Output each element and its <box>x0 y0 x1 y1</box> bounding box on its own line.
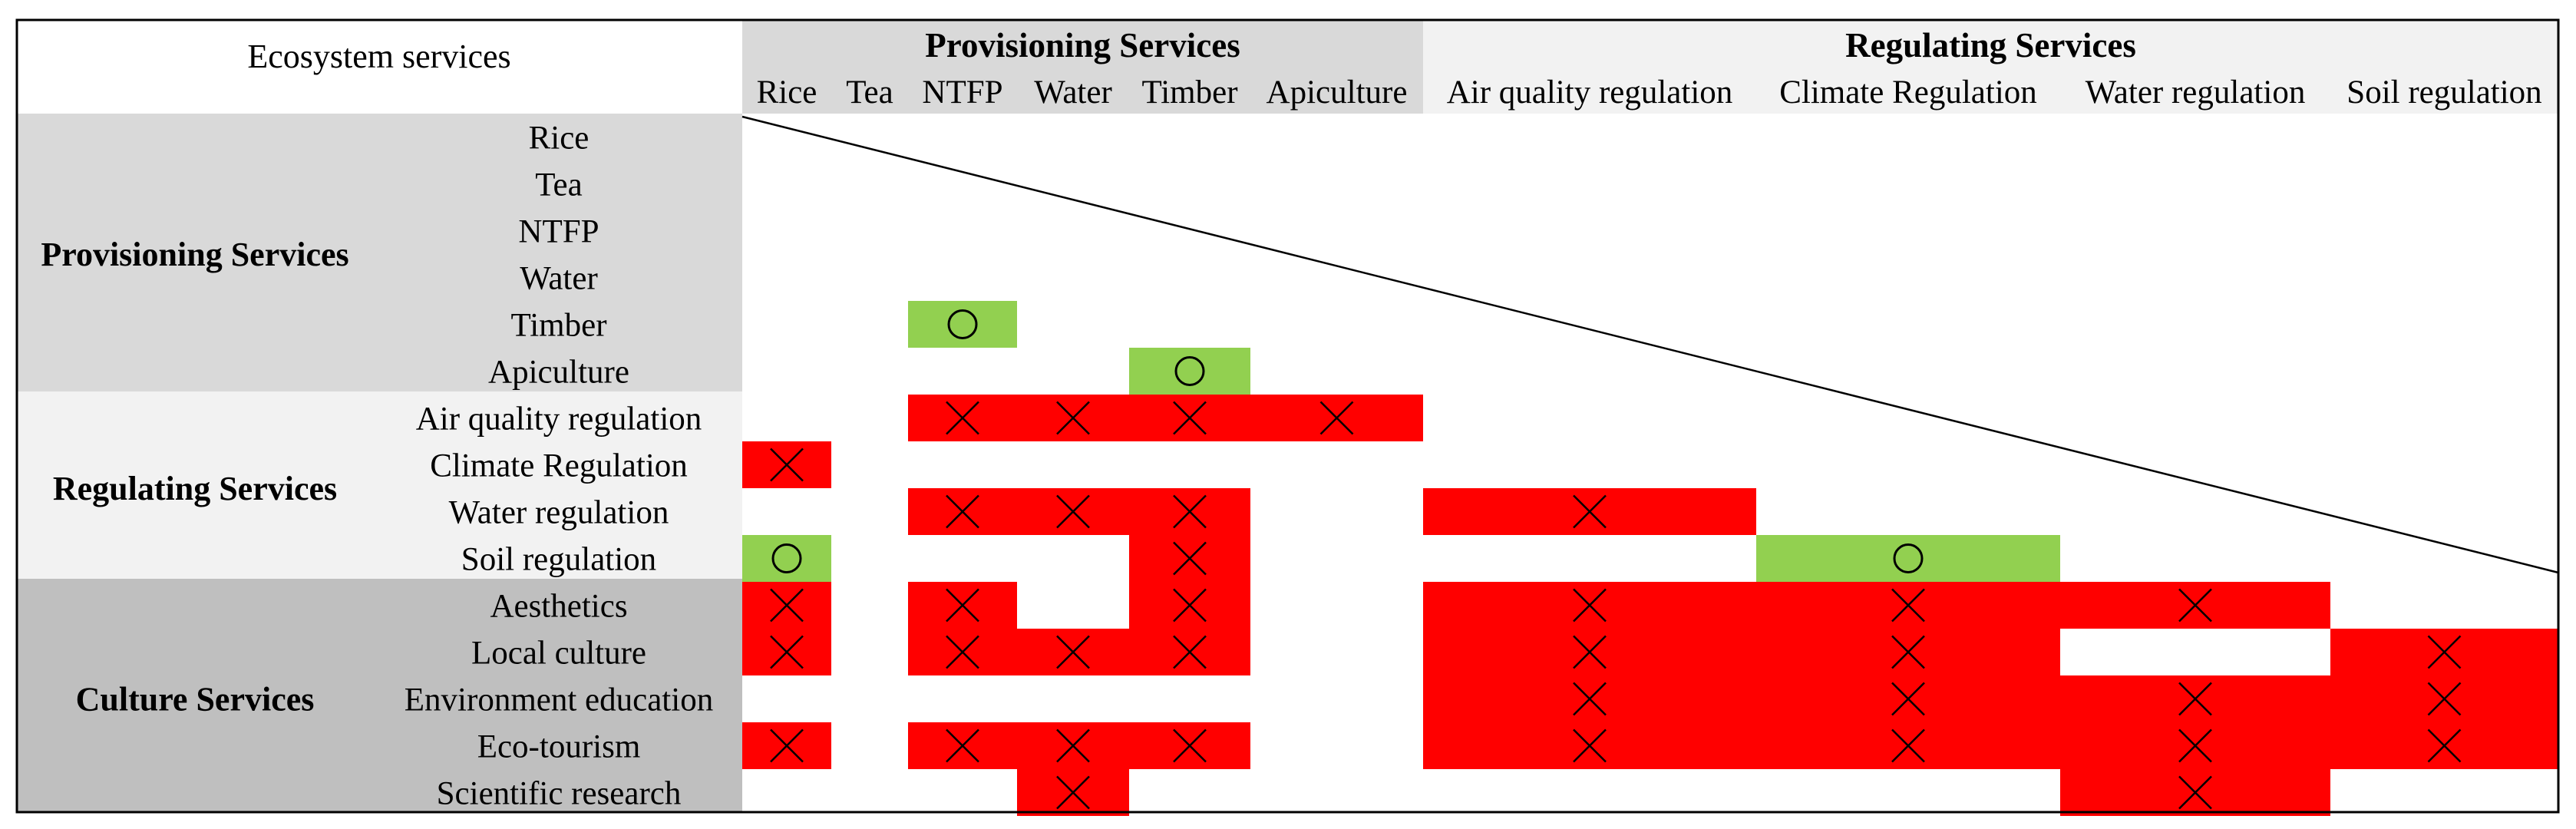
tradeoff-marker-icon <box>2427 682 2462 716</box>
tradeoff-marker-icon <box>1173 635 1207 669</box>
tradeoff-marker-icon <box>1891 588 1925 623</box>
tradeoff-marker-icon <box>2178 588 2212 623</box>
row-header-soil-regulation: Soil regulation <box>461 542 656 578</box>
column-header-soil-regulation: Soil regulation <box>2346 74 2541 111</box>
tradeoff-marker-icon <box>1573 588 1607 623</box>
column-group-header-provisioning-services: Provisioning Services <box>925 26 1240 64</box>
column-header-water-regulation: Water regulation <box>2086 74 2306 111</box>
synergy-cell-timber-ntfp <box>908 301 1017 348</box>
row-header-ntfp: NTFP <box>518 214 599 250</box>
column-header-water: Water <box>1034 74 1112 111</box>
row-header-rice: Rice <box>529 121 590 157</box>
tradeoff-marker-icon <box>946 635 979 669</box>
side-band-culture <box>17 579 742 812</box>
corner-label: Ecosystem services <box>247 38 510 75</box>
header-band-regulating <box>1423 20 2558 114</box>
cells-layer <box>742 301 2558 816</box>
tradeoff-marker-icon <box>770 635 804 669</box>
table-border <box>15 18 2560 814</box>
synergy-marker-icon <box>1893 543 1924 573</box>
tradeoff-marker-icon <box>1319 401 1354 435</box>
tradeoff-marker-icon <box>1891 682 1925 716</box>
row-header-timber: Timber <box>510 308 606 344</box>
row-header-aesthetics: Aesthetics <box>490 589 627 625</box>
row-header-tea: Tea <box>535 167 582 203</box>
tradeoff-marker-icon <box>2178 775 2212 810</box>
column-header-timber: Timber <box>1141 74 1237 111</box>
row-header-local-culture: Local culture <box>471 636 646 672</box>
tradeoff-marker-icon <box>1056 635 1090 669</box>
tradeoff-marker-icon <box>770 448 804 482</box>
tradeoff-marker-icon <box>1573 635 1607 669</box>
row-header-climate-regulation: Climate Regulation <box>430 448 688 484</box>
column-header-rice: Rice <box>757 74 817 111</box>
side-band-regulating <box>17 391 742 579</box>
tradeoff-marker-icon <box>1173 588 1207 623</box>
column-header-ntfp: NTFP <box>922 74 1002 111</box>
tradeoff-marker-icon <box>1056 401 1090 435</box>
row-header-water: Water <box>520 261 598 297</box>
tradeoff-marker-icon <box>2178 682 2212 716</box>
tradeoff-marker-icon <box>946 401 979 435</box>
tradeoff-marker-icon <box>1891 635 1925 669</box>
side-band-provisioning <box>17 114 742 391</box>
column-header-tea: Tea <box>846 74 893 111</box>
tradeoff-marker-icon <box>1573 682 1607 716</box>
tradeoff-marker-icon <box>1173 494 1207 529</box>
tradeoff-marker-icon <box>770 728 804 763</box>
synergy-cell-soil-regulation-rice <box>742 535 831 582</box>
tradeoff-marker-icon <box>2178 728 2212 763</box>
tradeoff-marker-icon <box>1573 728 1607 763</box>
tradeoff-marker-icon <box>1056 728 1090 763</box>
tradeoff-marker-icon <box>1891 728 1925 763</box>
row-group-header-culture-services: Culture Services <box>76 681 315 718</box>
row-header-air-quality-regulation: Air quality regulation <box>416 401 702 438</box>
header-band-provisioning <box>742 20 1423 114</box>
tradeoff-marker-icon <box>1056 494 1090 529</box>
synergy-cell-soil-regulation-climate-regulation <box>1756 535 2060 582</box>
tradeoff-marker-icon <box>1573 494 1607 529</box>
tradeoff-marker-icon <box>1173 401 1207 435</box>
row-header-eco-tourism: Eco-tourism <box>477 729 641 765</box>
synergy-cell-apiculture-timber <box>1129 348 1250 395</box>
column-header-air-quality-regulation: Air quality regulation <box>1447 74 1733 111</box>
column-header-apiculture: Apiculture <box>1267 74 1408 111</box>
diagonal-divider <box>741 115 2559 574</box>
tradeoff-marker-icon <box>946 494 979 529</box>
row-group-header-provisioning-services: Provisioning Services <box>41 236 348 273</box>
tradeoff-marker-icon <box>1173 728 1207 763</box>
synergy-marker-icon <box>771 543 802 573</box>
column-group-header-regulating-services: Regulating Services <box>1845 26 2136 64</box>
row-header-apiculture: Apiculture <box>488 355 629 391</box>
row-header-water-regulation: Water regulation <box>449 495 669 531</box>
tradeoff-marker-icon <box>2427 635 2462 669</box>
tradeoff-marker-icon <box>946 588 979 623</box>
synergy-marker-icon <box>947 309 978 339</box>
tradeoff-marker-icon <box>1173 541 1207 576</box>
column-header-climate-regulation: Climate Regulation <box>1779 74 2037 111</box>
tradeoff-marker-icon <box>1056 775 1090 810</box>
tradeoff-marker-icon <box>2427 728 2462 763</box>
row-group-header-regulating-services: Regulating Services <box>53 470 337 507</box>
tradeoff-marker-icon <box>946 728 979 763</box>
tradeoff-marker-icon <box>770 588 804 623</box>
synergy-marker-icon <box>1174 356 1205 386</box>
row-header-scientific-research: Scientific research <box>437 776 682 812</box>
row-header-environment-education: Environment education <box>405 682 713 718</box>
